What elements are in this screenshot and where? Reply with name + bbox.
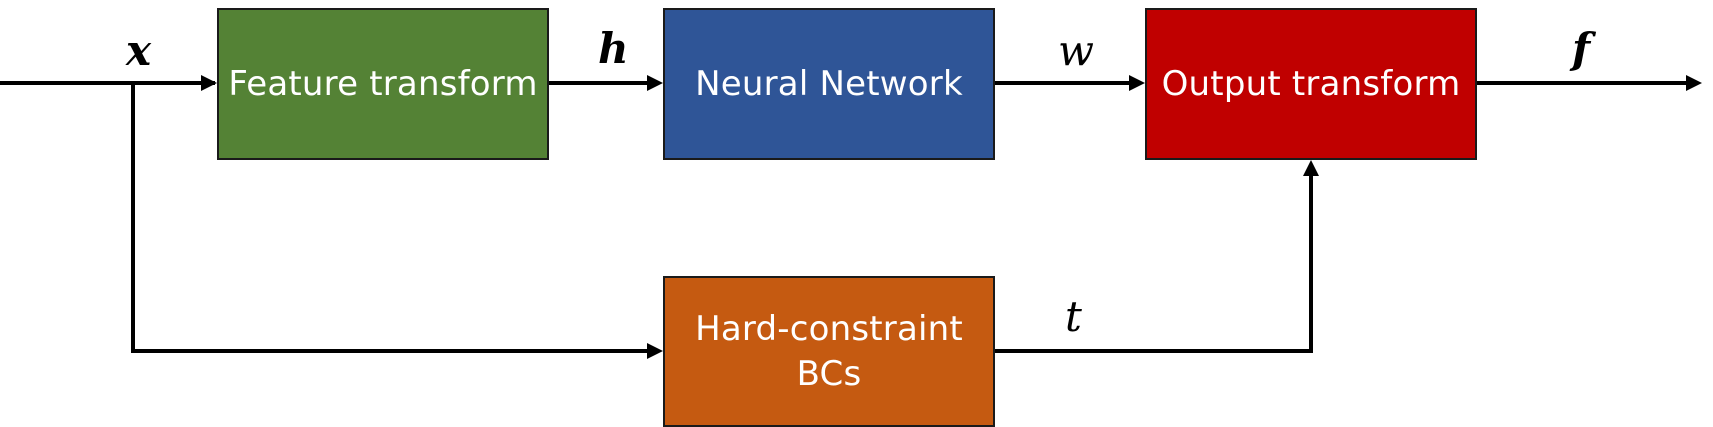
- variable-w-label: w: [1058, 26, 1094, 75]
- arrowhead-hard-constraint-to-output: [1303, 160, 1319, 176]
- arrow-input-to-hard-constraint: [131, 83, 650, 353]
- arrowhead-input-to-hard-constraint: [647, 343, 663, 359]
- neural-network-label: Neural Network: [695, 63, 963, 104]
- hard-constraint-bcs-box: Hard-constraint BCs: [663, 276, 995, 427]
- output-transform-label: Output transform: [1161, 63, 1461, 104]
- variable-h-label: h: [598, 24, 629, 73]
- arrowhead-output-to-f: [1686, 75, 1702, 91]
- variable-t-label: t: [1065, 292, 1082, 341]
- neural-network-box: Neural Network: [663, 8, 995, 160]
- feature-transform-label: Feature transform: [228, 63, 538, 104]
- arrowhead-neural-to-output: [1129, 75, 1145, 91]
- hard-constraint-label-line2: BCs: [796, 353, 862, 394]
- hard-constraint-label-group: Hard-constraint BCs: [695, 307, 963, 395]
- variable-f-label: f: [1572, 24, 1591, 73]
- variable-x-label: x: [126, 26, 152, 75]
- arrowhead-input-to-feature-transform: [201, 75, 217, 91]
- hard-constraint-label-line1: Hard-constraint: [695, 309, 963, 350]
- arrow-hard-constraint-to-output: [995, 173, 1313, 353]
- output-transform-box: Output transform: [1145, 8, 1477, 160]
- feature-transform-box: Feature transform: [217, 8, 549, 160]
- arrowhead-feature-to-neural: [647, 75, 663, 91]
